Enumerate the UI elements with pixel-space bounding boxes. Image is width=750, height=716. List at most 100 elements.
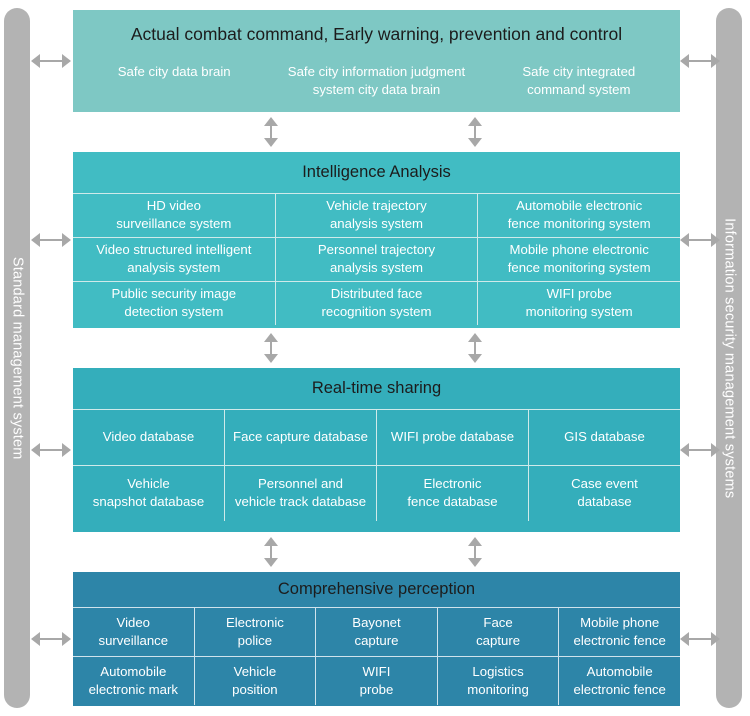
arrow-head-down: [468, 138, 482, 147]
sharing-cell[interactable]: Video database: [102, 429, 195, 445]
sharing-cell[interactable]: Case event database: [528, 465, 680, 521]
arrow-shaft: [687, 239, 713, 241]
double-headed-horizontal-arrow-icon-right-perception: [680, 630, 720, 648]
section-title-perception: Comprehensive perception: [277, 580, 476, 598]
arrow-shaft: [687, 60, 713, 62]
double-headed-horizontal-arrow-icon-right-command: [680, 52, 720, 70]
intelligence-cell[interactable]: Public security image detection system: [111, 286, 237, 320]
perception-cell[interactable]: Electronic police: [193, 607, 316, 656]
sharing-cell[interactable]: Personnel and vehicle track database: [224, 465, 376, 521]
perception-cell[interactable]: Vehicle position: [193, 656, 316, 705]
double-headed-horizontal-arrow-icon-left-command: [31, 52, 71, 70]
perception-cell[interactable]: Bayonet capture: [315, 607, 437, 656]
command-item[interactable]: Safe city data brain: [117, 64, 231, 79]
table-row: HD video surveillance system Vehicle tra…: [73, 192, 680, 237]
arrow-shaft: [38, 239, 64, 241]
table-row: Vehicle snapshot database Personnel and …: [73, 464, 680, 521]
perception-cell[interactable]: Mobile phone electronic fence: [558, 607, 680, 656]
information-security-management-label: Information security management systems: [721, 217, 738, 499]
arrow-shaft: [687, 449, 713, 451]
double-headed-vertical-arrow-icon-intelligence-sharing-right: [466, 333, 484, 363]
intelligence-cell[interactable]: Distributed face recognition system: [274, 281, 478, 325]
arrow-head-left: [680, 632, 689, 646]
table-row: Video structured intelligent analysis sy…: [73, 236, 680, 281]
arrow-head-right: [62, 443, 71, 457]
sharing-cell[interactable]: GIS database: [528, 409, 680, 465]
arrow-head-right: [62, 632, 71, 646]
arrow-head-up: [264, 333, 278, 342]
arrow-head-up: [468, 333, 482, 342]
arrow-head-right: [62, 233, 71, 247]
double-headed-vertical-arrow-icon-sharing-perception-left: [262, 537, 280, 567]
intelligence-cell[interactable]: HD video surveillance system: [116, 198, 232, 232]
arrow-head-left: [680, 233, 689, 247]
arrow-shaft: [38, 60, 64, 62]
arrow-shaft: [687, 638, 713, 640]
section-title-intelligence: Intelligence Analysis: [302, 163, 451, 181]
double-headed-vertical-arrow-icon-command-intelligence-right: [466, 117, 484, 147]
intelligence-cell[interactable]: Personnel trajectory analysis system: [274, 237, 478, 281]
sharing-cell[interactable]: Vehicle snapshot database: [92, 476, 205, 510]
table-row: Public security image detection system D…: [73, 280, 680, 325]
section-real-time-sharing: Real-time sharing Video database Face ca…: [73, 368, 680, 532]
command-item[interactable]: Safe city information judgment system ci…: [287, 64, 466, 97]
perception-cell[interactable]: Automobile electronic mark: [88, 663, 178, 697]
perception-cell[interactable]: Face capture: [436, 607, 559, 656]
intelligence-cell[interactable]: Vehicle trajectory analysis system: [274, 193, 478, 237]
table-row: Automobile electronic mark Vehicle posit…: [73, 655, 680, 705]
arrow-shaft: [474, 123, 476, 141]
arrow-head-left: [31, 632, 40, 646]
double-headed-vertical-arrow-icon-intelligence-sharing-left: [262, 333, 280, 363]
arrow-head-up: [264, 537, 278, 546]
information-security-management-rail: Information security management systems: [716, 8, 742, 708]
arrow-shaft: [474, 543, 476, 561]
intelligence-cell[interactable]: Mobile phone electronic fence monitoring…: [477, 237, 680, 281]
perception-cell[interactable]: Logistics monitoring: [436, 656, 559, 705]
arrow-shaft: [38, 449, 64, 451]
double-headed-horizontal-arrow-icon-right-intelligence: [680, 231, 720, 249]
section-comprehensive-perception: Comprehensive perception Video surveilla…: [73, 572, 680, 706]
double-headed-horizontal-arrow-icon-left-intelligence: [31, 231, 71, 249]
double-headed-horizontal-arrow-icon-left-perception: [31, 630, 71, 648]
arrow-head-left: [31, 233, 40, 247]
arrow-head-right: [711, 233, 720, 247]
double-headed-vertical-arrow-icon-sharing-perception-right: [466, 537, 484, 567]
section-actual-combat-command: Actual combat command, Early warning, pr…: [73, 10, 680, 112]
double-headed-vertical-arrow-icon-command-intelligence-left: [262, 117, 280, 147]
table-row: Video database Face capture database WIF…: [73, 408, 680, 465]
arrow-head-down: [264, 138, 278, 147]
perception-cell[interactable]: Automobile electronic fence: [558, 656, 680, 705]
arrow-shaft: [270, 543, 272, 561]
arrow-head-down: [264, 558, 278, 567]
arrow-head-down: [468, 354, 482, 363]
arrow-head-up: [468, 117, 482, 126]
intelligence-cell[interactable]: Automobile electronic fence monitoring s…: [477, 193, 680, 237]
arrow-head-down: [468, 558, 482, 567]
sharing-cell[interactable]: Face capture database: [224, 409, 376, 465]
double-headed-horizontal-arrow-icon-left-sharing: [31, 441, 71, 459]
arrow-head-left: [31, 54, 40, 68]
arrow-head-up: [468, 537, 482, 546]
intelligence-cell[interactable]: WIFI probe monitoring system: [477, 281, 680, 325]
arrow-shaft: [474, 339, 476, 357]
arrow-head-right: [711, 54, 720, 68]
section-title-sharing: Real-time sharing: [311, 379, 442, 397]
perception-cell[interactable]: Video surveillance: [98, 614, 169, 648]
arrow-head-down: [264, 354, 278, 363]
arrow-head-left: [680, 443, 689, 457]
sharing-cell[interactable]: Electronic fence database: [376, 465, 528, 521]
double-headed-horizontal-arrow-icon-right-sharing: [680, 441, 720, 459]
sharing-cell[interactable]: WIFI probe database: [376, 409, 528, 465]
arrow-shaft: [270, 339, 272, 357]
arrow-head-left: [31, 443, 40, 457]
table-row: Video surveillance Electronic police Bay…: [73, 606, 680, 656]
perception-cell[interactable]: WIFI probe: [315, 656, 437, 705]
arrow-head-right: [62, 54, 71, 68]
arrow-head-up: [264, 117, 278, 126]
command-item[interactable]: Safe city integrated command system: [522, 64, 636, 97]
intelligence-cell[interactable]: Video structured intelligent analysis sy…: [96, 242, 252, 276]
standard-management-system-label: Standard management system: [9, 256, 26, 460]
arrow-head-right: [711, 632, 720, 646]
section-intelligence-analysis: Intelligence Analysis HD video surveilla…: [73, 152, 680, 328]
standard-management-system-rail: Standard management system: [4, 8, 30, 708]
